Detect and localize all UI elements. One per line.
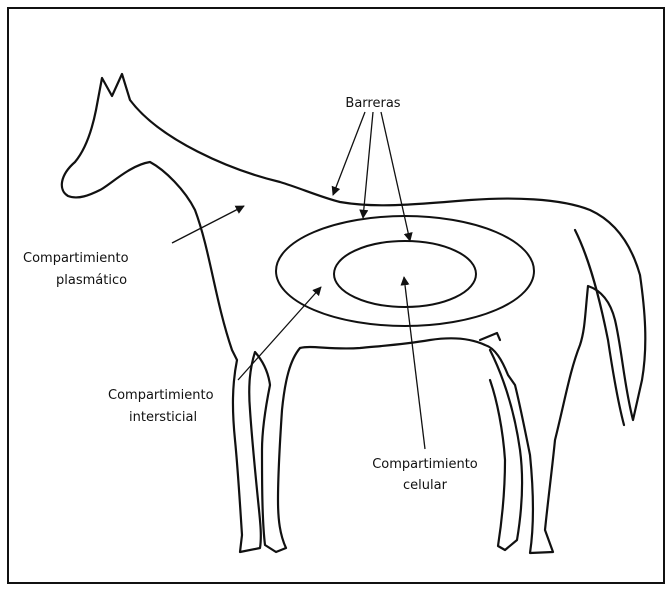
figure-frame bbox=[8, 8, 664, 583]
interstitial-label: Compartimiento intersticial bbox=[108, 388, 214, 425]
plasma-label-line2: plasmático bbox=[56, 273, 127, 288]
cellular-label: Compartimiento celular bbox=[372, 457, 478, 493]
barrier-arrow-outer-ring bbox=[363, 112, 373, 218]
interstitial-arrow bbox=[238, 287, 321, 380]
cellular-label-line2: celular bbox=[403, 478, 448, 493]
barriers-label: Barreras bbox=[345, 96, 400, 111]
plasma-label: Compartimiento plasmático bbox=[23, 251, 129, 288]
barrier-arrow-inner-ring bbox=[381, 112, 410, 241]
plasma-label-line1: Compartimiento bbox=[23, 251, 129, 266]
interstitial-label-line2: intersticial bbox=[129, 410, 197, 425]
interstitial-ring bbox=[276, 216, 534, 326]
interstitial-label-line1: Compartimiento bbox=[108, 388, 214, 403]
barrier-arrow-back bbox=[333, 112, 365, 195]
horse-outline bbox=[62, 74, 646, 553]
plasma-arrow bbox=[172, 206, 244, 243]
cellular-ring bbox=[334, 241, 476, 307]
cellular-label-line1: Compartimiento bbox=[372, 457, 478, 472]
cellular-arrow bbox=[404, 277, 425, 449]
